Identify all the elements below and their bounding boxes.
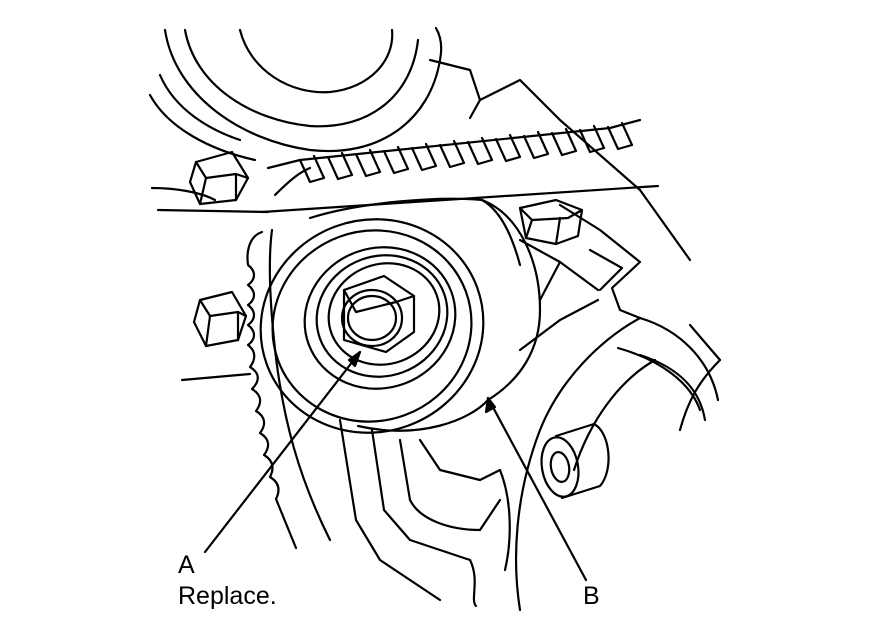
engine-casing-right xyxy=(478,78,720,402)
bolt-upper-left xyxy=(188,150,250,206)
arrowhead-a xyxy=(347,350,362,368)
leader-a xyxy=(203,350,362,554)
lower-right-pulley xyxy=(514,316,722,612)
frame-line xyxy=(150,186,217,202)
arrowhead-b xyxy=(484,396,497,414)
callout-a-letter: A xyxy=(178,551,195,579)
frame-line xyxy=(156,208,270,214)
tensioner-center-bolt xyxy=(340,274,416,354)
right-roller xyxy=(540,422,610,500)
lower-bracket xyxy=(338,418,511,608)
frame-line xyxy=(180,372,252,382)
leader-lines xyxy=(203,350,588,582)
tensioner-pulley xyxy=(259,197,542,434)
bolt-left xyxy=(192,290,248,348)
callout-a-note: Replace. xyxy=(178,582,277,610)
callout-b-letter: B xyxy=(583,582,600,610)
upper-sprocket xyxy=(148,26,482,162)
leader-b xyxy=(486,396,588,582)
bolt-upper-right xyxy=(518,198,584,246)
